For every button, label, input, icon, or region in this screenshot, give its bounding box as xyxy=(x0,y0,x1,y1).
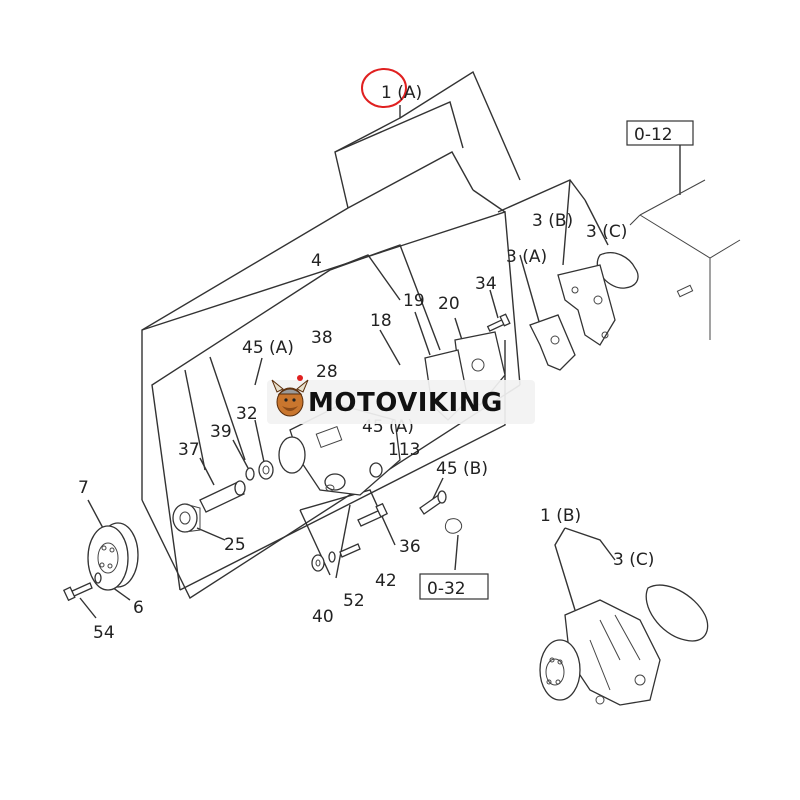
part-labels: 1 (A) 0-12 3 (B) 3 (C) 3 (A) 4 34 18 19 … xyxy=(78,83,673,643)
engine-block-outline xyxy=(629,179,741,340)
bolt-36 xyxy=(357,502,389,527)
label-34: 34 xyxy=(475,274,497,294)
label-45b: 45 (B) xyxy=(436,459,488,479)
label-113: 113 xyxy=(388,440,420,460)
label-32: 32 xyxy=(236,404,258,424)
bolt-45b xyxy=(419,490,447,515)
water-pump-assembly-1b xyxy=(539,599,661,706)
ref-box-0-12 xyxy=(626,120,694,146)
label-52: 52 xyxy=(343,591,365,611)
label-38: 38 xyxy=(311,328,333,348)
label-3b: 3 (B) xyxy=(532,211,573,231)
washer-52 xyxy=(328,551,336,563)
watermark-text: MOTOVIKING xyxy=(308,388,503,418)
viking-mascot-icon xyxy=(271,375,309,417)
label-7: 7 xyxy=(78,478,89,498)
highlight-circle xyxy=(361,68,407,108)
watermark: MOTOVIKING xyxy=(267,375,535,424)
bolt-54 xyxy=(62,582,93,602)
label-6: 6 xyxy=(133,598,144,618)
plug-113 xyxy=(369,462,383,478)
label-42: 42 xyxy=(375,571,397,591)
label-0-12: 0-12 xyxy=(634,125,673,145)
hub-25 xyxy=(172,503,201,533)
leader-lines xyxy=(79,70,681,619)
label-19: 19 xyxy=(403,291,425,311)
label-3a: 3 (A) xyxy=(506,247,547,267)
label-45a-left: 45 (A) xyxy=(242,338,294,358)
label-18: 18 xyxy=(370,311,392,331)
gasket-3b xyxy=(557,264,616,346)
bolt-34 xyxy=(486,313,511,332)
label-39: 39 xyxy=(210,422,232,442)
washer-6 xyxy=(94,572,102,584)
washer-39 xyxy=(245,467,255,481)
label-28: 28 xyxy=(316,362,338,382)
label-37: 37 xyxy=(178,440,200,460)
nut-40 xyxy=(311,554,325,572)
label-36: 36 xyxy=(399,537,421,557)
label-20: 20 xyxy=(438,294,460,314)
shaft-37 xyxy=(199,480,246,513)
label-3c-top: 3 (C) xyxy=(586,222,627,242)
label-25: 25 xyxy=(224,535,246,555)
label-54: 54 xyxy=(93,623,115,643)
clip-0-32 xyxy=(444,518,463,534)
ref-box-0-32 xyxy=(419,573,489,600)
label-0-32: 0-32 xyxy=(427,579,466,599)
label-4: 4 xyxy=(311,251,322,271)
label-1b: 1 (B) xyxy=(540,506,581,526)
gasket-3c-bottom xyxy=(645,584,709,642)
label-3c-bottom: 3 (C) xyxy=(613,550,654,570)
seal-32 xyxy=(258,460,274,480)
label-40: 40 xyxy=(312,607,334,627)
stud-42 xyxy=(339,543,361,558)
gasket-3a xyxy=(529,314,576,371)
label-1a: 1 (A) xyxy=(381,83,422,103)
